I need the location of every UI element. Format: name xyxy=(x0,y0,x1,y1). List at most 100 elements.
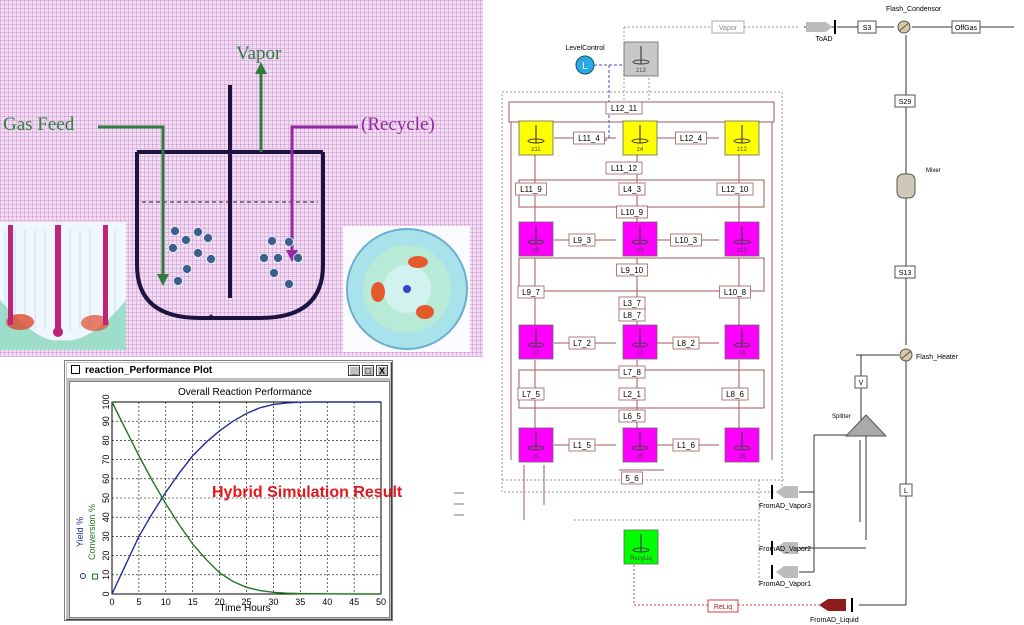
hybrid-simulation-result-label: Hybrid Simulation Result xyxy=(212,484,403,501)
s13-stream-tag[interactable] xyxy=(894,265,916,279)
stream-tag-L1_6[interactable]: L1_6 xyxy=(672,438,700,452)
stream-tag-label: L8_6 xyxy=(726,390,744,399)
x-tick-label: 5 xyxy=(136,597,141,607)
stream-tag-box xyxy=(618,409,646,423)
reactor-label: z13 xyxy=(636,68,646,74)
reactor-z5[interactable]: z5 xyxy=(622,427,658,463)
stream-tag-L12_10[interactable]: L12_10 xyxy=(716,182,754,196)
maximize-button[interactable]: □ xyxy=(362,365,374,376)
svg-text:ReLiq: ReLiq xyxy=(714,604,732,611)
to-ad-arrow-icon[interactable] xyxy=(806,22,832,32)
agitator-blade-icon xyxy=(632,547,650,553)
level-control-icon[interactable] xyxy=(575,55,595,75)
stream-tag-L9_7[interactable]: L9_7 xyxy=(517,285,545,299)
reactor-z1[interactable]: z1 xyxy=(518,427,554,463)
stream-tag-L9_10[interactable]: L9_10 xyxy=(616,263,648,277)
stream-tag-L7_5[interactable]: L7_5 xyxy=(517,387,545,401)
reactor-z6[interactable]: z6 xyxy=(724,427,760,463)
stream-tag-box xyxy=(573,131,605,145)
v-stream-tag[interactable] xyxy=(854,375,868,389)
stream-tag-L7_8[interactable]: L7_8 xyxy=(618,365,646,379)
reactor-z11[interactable]: z11 xyxy=(518,120,554,156)
stream-tag-L6_5[interactable]: L6_5 xyxy=(618,409,646,423)
offgas-stream-tag[interactable] xyxy=(951,20,981,34)
reactor-z9[interactable]: z9 xyxy=(518,221,554,257)
stream-tag-L1_5[interactable]: L1_5 xyxy=(568,438,596,452)
agitator-blade-icon xyxy=(631,239,649,245)
agitator-blade-icon xyxy=(733,138,751,144)
from-ad-vapor2-label: FromAD_Vapor2 xyxy=(759,546,811,553)
plot-frame xyxy=(111,401,382,595)
stream-tag-L10_9[interactable]: L10_9 xyxy=(616,205,648,219)
stream-tag-L12_11[interactable]: L12_11 xyxy=(605,101,643,115)
chart-x-axis-label: Time Hours xyxy=(219,603,270,614)
flash-heater-label: Flash_Heater xyxy=(916,354,959,361)
x-tick-label: 15 xyxy=(188,597,198,607)
stream-tag-L11_12[interactable]: L11_12 xyxy=(605,161,643,175)
s3-stream-tag[interactable] xyxy=(857,20,877,34)
y-tick-label: 10 xyxy=(101,570,111,580)
mixer-icon[interactable] xyxy=(896,173,916,199)
from-ad-vapor2-arrow-icon[interactable] xyxy=(776,542,798,554)
stream-tag-L2_1[interactable]: L2_1 xyxy=(618,387,646,401)
close-button[interactable]: X xyxy=(376,365,388,376)
chart-y-axis-label-conversion: Conversion % xyxy=(87,504,97,560)
reactor-label: z5 xyxy=(637,454,644,460)
vapor-stream-tag[interactable] xyxy=(711,20,745,34)
plot-window-titlebar[interactable]: reaction_Performance Plot _ □ X xyxy=(67,363,390,378)
reliq-stream-tag[interactable] xyxy=(707,599,739,613)
flash-condensor-label: Flash_Condensor xyxy=(886,6,942,13)
reactor-z2[interactable]: z2 xyxy=(622,324,658,360)
stream-tag-label: L10_8 xyxy=(724,288,747,297)
agitator-blade-icon xyxy=(527,138,545,144)
x-tick-label: 25 xyxy=(241,597,251,607)
stream-tag-L11_9[interactable]: L11_9 xyxy=(515,182,547,196)
x-tick-label: 10 xyxy=(161,597,171,607)
stream-tag-box xyxy=(616,205,648,219)
stream-tag-label: L1_6 xyxy=(677,441,695,450)
stream-tag-5_6[interactable]: 5_6 xyxy=(621,471,643,485)
stream-tag-L4_3[interactable]: L4_3 xyxy=(618,182,646,196)
stream-tag-L10_3[interactable]: L10_3 xyxy=(670,233,702,247)
reactor-z7[interactable]: z7 xyxy=(518,324,554,360)
reactor-RecyLiq[interactable]: RecyLiq xyxy=(623,529,659,565)
level-control-symbol: L xyxy=(582,61,588,72)
reactor-z8[interactable]: z8 xyxy=(724,324,760,360)
stream-tag-label: L7_8 xyxy=(623,368,641,377)
from-ad-liquid-arrow-icon[interactable] xyxy=(819,599,846,611)
splitter-icon[interactable] xyxy=(844,414,888,437)
stream-tag-L7_2[interactable]: L7_2 xyxy=(568,336,596,350)
reactor-label: z9 xyxy=(533,248,540,254)
stream-tag-L8_7[interactable]: L8_7 xyxy=(618,308,646,322)
reactor-z12[interactable]: z12 xyxy=(724,120,760,156)
reactor-label: z12 xyxy=(737,147,747,153)
stream-tag-label: L9_7 xyxy=(522,288,540,297)
stream-tag-L12_4[interactable]: L12_4 xyxy=(675,131,707,145)
stream-tag-label: L6_5 xyxy=(623,412,641,421)
reactor-z13[interactable]: z13 xyxy=(623,41,659,77)
stream-tag-box xyxy=(719,285,751,299)
reactor-z10[interactable]: z10 xyxy=(724,221,760,257)
stream-tag-L10_8[interactable]: L10_8 xyxy=(719,285,751,299)
minimize-button[interactable]: _ xyxy=(348,365,360,376)
reactor-z4[interactable]: z4 xyxy=(622,120,658,156)
to-ad-label: ToAD xyxy=(815,36,832,43)
reactor-label: z1 xyxy=(533,454,540,460)
stream-tag-L8_6[interactable]: L8_6 xyxy=(721,387,749,401)
stream-tag-L8_2[interactable]: L8_2 xyxy=(672,336,700,350)
from-ad-vapor1-arrow-icon[interactable] xyxy=(776,566,798,578)
y-tick-label: 60 xyxy=(101,474,111,484)
l-stream-tag[interactable] xyxy=(899,483,913,497)
stream-tag-L9_3[interactable]: L9_3 xyxy=(568,233,596,247)
from-ad-vapor3-arrow-icon[interactable] xyxy=(776,486,798,498)
gas-bubbles xyxy=(168,226,303,289)
stream-tag-label: L7_2 xyxy=(573,339,591,348)
stream-tag-L11_4[interactable]: L11_4 xyxy=(573,131,605,145)
s29-stream-tag[interactable] xyxy=(894,94,916,108)
stream-tag-box xyxy=(517,387,545,401)
reactor-z3[interactable]: z3 xyxy=(622,221,658,257)
conversion-legend-marker xyxy=(92,573,98,580)
stream-tag-L3_7[interactable]: L3_7 xyxy=(618,296,646,310)
